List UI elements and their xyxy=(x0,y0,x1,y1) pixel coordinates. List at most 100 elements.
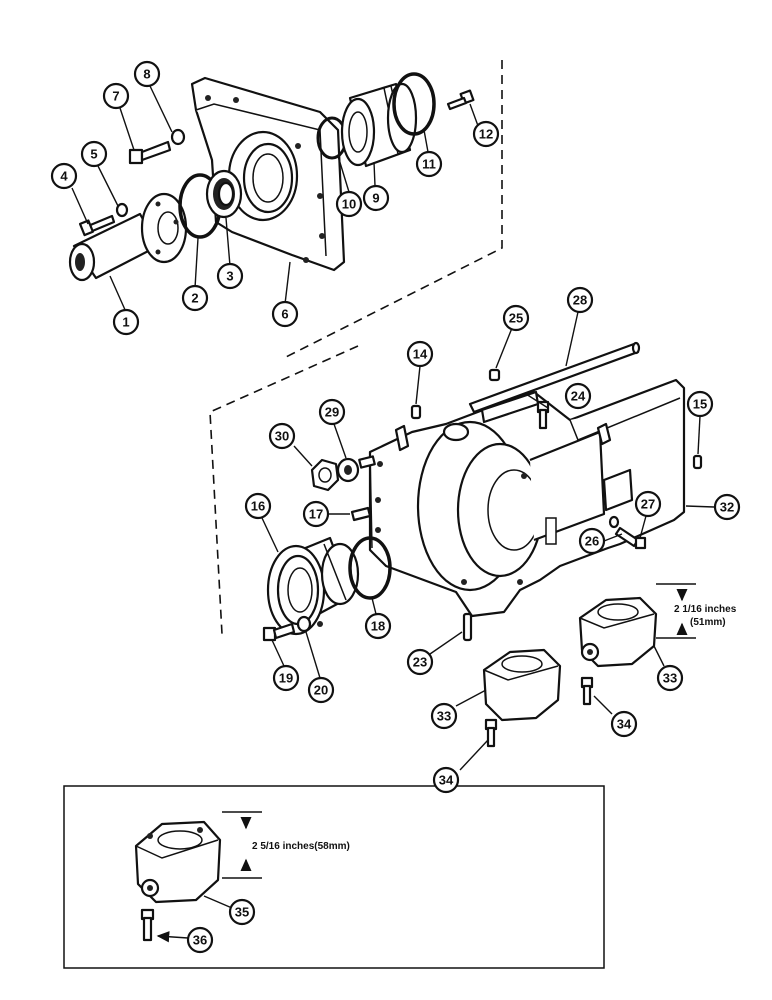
svg-text:4: 4 xyxy=(60,169,68,184)
svg-text:8: 8 xyxy=(143,67,150,82)
callout-10: 10 xyxy=(335,190,363,218)
callout-11: 11 xyxy=(415,150,443,178)
svg-text:35: 35 xyxy=(235,905,249,920)
callout-23: 23 xyxy=(406,648,434,676)
nut-30 xyxy=(310,458,340,492)
o-ring-18 xyxy=(348,536,392,600)
callout-33-left: 33 xyxy=(430,702,458,730)
svg-text:28: 28 xyxy=(573,293,587,308)
callout-5: 5 xyxy=(80,140,108,168)
snap-ring xyxy=(392,72,436,136)
pin-15 xyxy=(692,454,703,470)
callout-26: 26 xyxy=(578,527,606,555)
input-shaft-flange xyxy=(68,192,188,282)
callout-24: 24 xyxy=(564,382,592,410)
callout-3: 3 xyxy=(216,262,244,290)
seal xyxy=(205,169,243,219)
svg-text:25: 25 xyxy=(509,311,523,326)
callout-32: 32 xyxy=(713,493,741,521)
lower-housing-left xyxy=(482,648,562,722)
pin-25 xyxy=(488,368,501,382)
bolt-19 xyxy=(262,622,296,642)
screw-34-right xyxy=(580,676,594,706)
svg-text:32: 32 xyxy=(720,500,734,515)
screw-34-left xyxy=(484,718,498,748)
inset-screw xyxy=(140,908,155,942)
callout-8: 8 xyxy=(133,60,161,88)
callout-17: 17 xyxy=(302,500,330,528)
callout-28: 28 xyxy=(566,286,594,314)
svg-text:7: 7 xyxy=(112,89,119,104)
screw-24 xyxy=(536,400,550,430)
svg-text:16: 16 xyxy=(251,499,265,514)
svg-text:5: 5 xyxy=(90,147,97,162)
callout-27: 27 xyxy=(634,490,662,518)
svg-text:12: 12 xyxy=(479,127,493,142)
svg-text:30: 30 xyxy=(275,429,289,444)
callout-29: 29 xyxy=(318,398,346,426)
svg-text:18: 18 xyxy=(371,619,385,634)
leader-lines xyxy=(71,85,715,943)
callout-7: 7 xyxy=(102,82,130,110)
callout-36: 36 xyxy=(186,926,214,954)
svg-text:10: 10 xyxy=(342,197,356,212)
washer-29 xyxy=(336,457,360,483)
callout-30: 30 xyxy=(268,422,296,450)
svg-text:34: 34 xyxy=(617,717,632,732)
callout-1: 1 xyxy=(112,308,140,336)
pin-17 xyxy=(350,506,372,522)
washer-5 xyxy=(115,202,129,218)
callout-19: 19 xyxy=(272,664,300,692)
callout-20: 20 xyxy=(307,676,335,704)
rear-bearing-housing xyxy=(266,536,360,636)
svg-text:29: 29 xyxy=(325,405,339,420)
callout-12: 12 xyxy=(472,120,500,148)
front-cover-plate xyxy=(190,76,346,272)
svg-text:23: 23 xyxy=(413,655,427,670)
callout-6: 6 xyxy=(271,300,299,328)
washer-27 xyxy=(608,515,620,529)
dimension-label-metric: (51mm) xyxy=(690,617,726,628)
svg-text:20: 20 xyxy=(314,683,328,698)
callout-14: 14 xyxy=(406,340,434,368)
svg-text:15: 15 xyxy=(693,397,707,412)
inset-box xyxy=(63,785,605,969)
svg-text:19: 19 xyxy=(279,671,293,686)
pin-14 xyxy=(410,404,422,420)
shift-rod xyxy=(468,341,641,414)
upper-assembly-dash-outline xyxy=(283,60,503,359)
lower-housing-right xyxy=(578,596,658,668)
svg-text:36: 36 xyxy=(193,933,207,948)
dimension-label: 2 1/16 inches xyxy=(674,604,737,615)
svg-text:17: 17 xyxy=(309,507,323,522)
callout-2: 2 xyxy=(181,284,209,312)
callout-35: 35 xyxy=(228,898,256,926)
pin-23 xyxy=(462,612,473,642)
bolt-7 xyxy=(128,140,172,165)
svg-text:9: 9 xyxy=(372,191,379,206)
inset-lower-housing xyxy=(134,820,222,904)
bearing-cartridge xyxy=(340,82,418,168)
svg-text:6: 6 xyxy=(281,307,288,322)
svg-text:3: 3 xyxy=(226,269,233,284)
callout-34-right: 34 xyxy=(610,710,638,738)
callout-25: 25 xyxy=(502,304,530,332)
svg-text:1: 1 xyxy=(122,315,129,330)
svg-text:2: 2 xyxy=(191,291,198,306)
svg-text:34: 34 xyxy=(439,773,454,788)
callout-4: 4 xyxy=(50,162,78,190)
washer-8 xyxy=(170,128,186,146)
callout-15: 15 xyxy=(686,390,714,418)
dimension-inset-height: 2 5/16 inches(58mm) xyxy=(222,811,350,879)
svg-text:33: 33 xyxy=(437,709,451,724)
inset-dimension-label: 2 5/16 inches(58mm) xyxy=(252,841,350,852)
callout-34-left: 34 xyxy=(432,766,460,794)
main-housing xyxy=(368,378,686,618)
svg-text:26: 26 xyxy=(585,534,599,549)
svg-text:24: 24 xyxy=(571,389,586,404)
bolt-4 xyxy=(78,214,116,237)
callout-16: 16 xyxy=(244,492,272,520)
screw-12 xyxy=(446,89,475,111)
stud-30 xyxy=(358,455,376,469)
